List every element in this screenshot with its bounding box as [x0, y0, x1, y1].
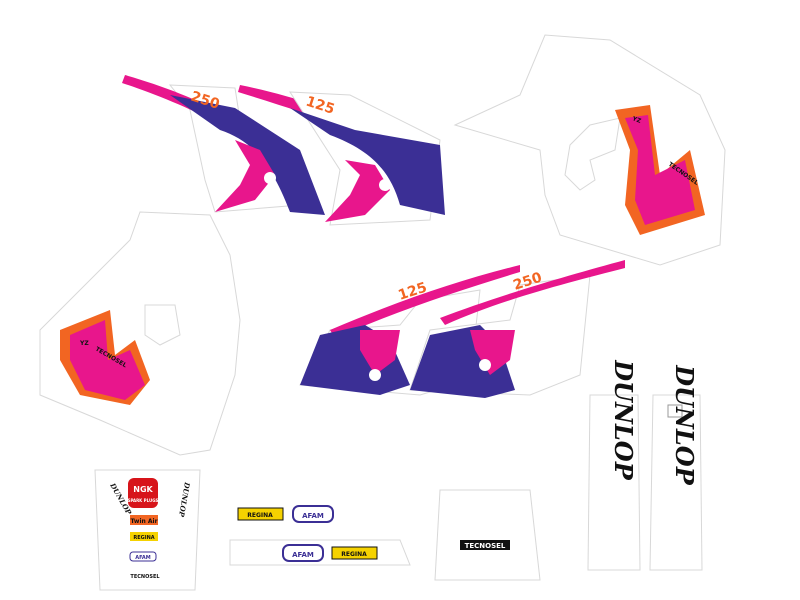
rear-plate-brand: TECNOSEL: [465, 542, 506, 550]
side-panel-left: YZ TECNOSEL: [39, 211, 241, 456]
lower-shroud-decal-right: 250: [409, 260, 625, 398]
fender-afam-logo: [129, 551, 157, 562]
swingarm-regina-text-2: REGINA: [341, 551, 367, 558]
swingarm-afam-text-2: AFAM: [292, 551, 314, 559]
shroud-decal-left: 250: [122, 75, 325, 215]
ngk-logo: [128, 478, 158, 508]
front-fender: NGK SPARK PLUGS DUNLOP DUNLOP Twin Air R…: [94, 469, 201, 591]
swingarm-afam-logo: [292, 505, 334, 523]
side-panel-yz-logo: YZ: [79, 340, 89, 347]
swingarm-afam-text: AFAM: [302, 512, 324, 520]
fork-guard-right-dunlop: DUNLOP: [670, 364, 699, 485]
ngk-subtext: SPARK PLUGS: [128, 498, 159, 503]
twin-air-text: Twin Air: [130, 518, 157, 525]
swingarm-regina-logo: [237, 507, 284, 521]
fork-guard-left: DUNLOP: [587, 359, 641, 571]
rear-plate-brand-badge: [460, 540, 510, 550]
fork-guard-right: DUNLOP: [649, 364, 703, 571]
fork-guard-left-dunlop: DUNLOP: [609, 359, 638, 480]
swingarm-regina-logo-2: [331, 546, 378, 560]
ngk-text: NGK: [133, 485, 153, 494]
tank-shroud-right: YZ TECNOSEL: [453, 34, 726, 266]
fork-guard-right-cutout: [667, 404, 683, 418]
rear-plate: TECNOSEL: [434, 489, 541, 581]
fender-regina-logo: [130, 532, 158, 541]
swingarm-regina-text: REGINA: [247, 512, 273, 519]
twin-air-logo: [130, 515, 158, 525]
fender-regina-text: REGINA: [133, 535, 154, 541]
swingarm-afam-logo-2: [282, 544, 324, 562]
swingarm-decals: REGINA AFAM AFAM REGINA: [229, 505, 411, 566]
fender-afam-text: AFAM: [135, 555, 151, 561]
shroud-decal-right: 125: [238, 85, 445, 226]
fender-tecnosel-text: TECNOSEL: [130, 574, 160, 580]
tank-yz-logo: YZ: [630, 115, 642, 125]
